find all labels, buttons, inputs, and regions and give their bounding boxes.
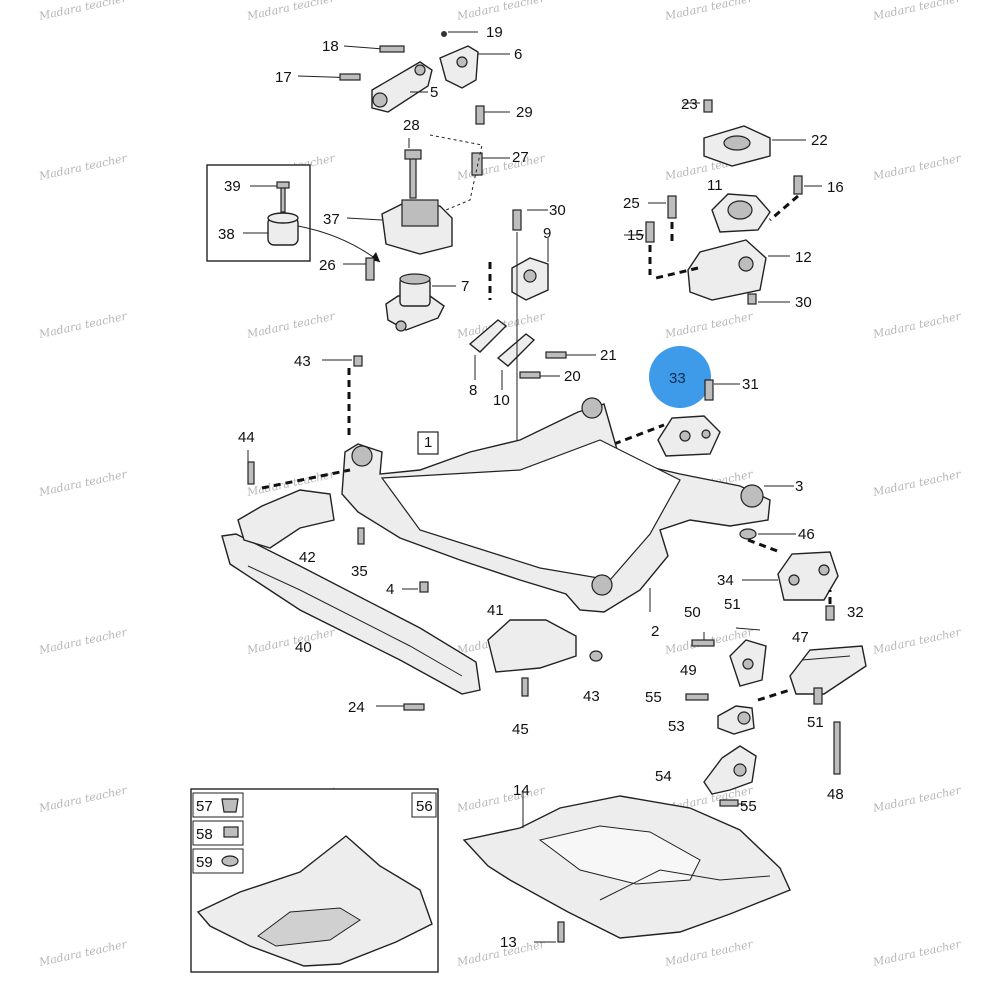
- watermark-text: Madara teacher: [871, 310, 963, 342]
- label-5: 5: [430, 84, 438, 101]
- label-18: 18: [322, 38, 339, 55]
- torque-rod-group: [468, 209, 596, 470]
- label-3: 3: [795, 478, 803, 495]
- label-7: 7: [461, 278, 469, 295]
- label-57: 57: [196, 798, 213, 815]
- label-6: 6: [514, 46, 522, 63]
- label-51-top: 51: [724, 596, 741, 613]
- watermark-text: Madara teacher: [663, 0, 755, 23]
- label-54: 54: [655, 768, 672, 785]
- watermark-text: Madara teacher: [871, 626, 963, 658]
- label-30-top: 30: [549, 202, 566, 219]
- label-30-right: 30: [795, 294, 812, 311]
- inset-box-38-39: [206, 164, 381, 263]
- label-20: 20: [564, 368, 581, 385]
- label-40: 40: [295, 639, 312, 656]
- label-51-bottom: 51: [807, 714, 824, 731]
- watermark-text: Madara teacher: [245, 0, 337, 23]
- label-15: 15: [627, 227, 644, 244]
- label-25: 25: [623, 195, 640, 212]
- label-53: 53: [668, 718, 685, 735]
- skid-plate-main: [462, 790, 791, 943]
- label-56: 56: [416, 798, 433, 815]
- label-55-bottom: 55: [740, 798, 757, 815]
- watermark-text: Madara teacher: [37, 152, 129, 184]
- watermark-text: Madara teacher: [455, 152, 547, 184]
- watermark-text: Madara teacher: [871, 468, 963, 500]
- label-34: 34: [717, 572, 734, 589]
- label-26: 26: [319, 257, 336, 274]
- label-16: 16: [827, 179, 844, 196]
- watermark-text: Madara teacher: [245, 310, 337, 342]
- watermark-text: Madara teacher: [37, 938, 129, 970]
- label-31: 31: [742, 376, 759, 393]
- label-23: 23: [681, 96, 698, 113]
- transmission-mount-group: [624, 99, 822, 305]
- rear-bracket-group: [685, 627, 867, 807]
- watermark-text: Madara teacher: [245, 626, 337, 658]
- label-59: 59: [196, 854, 213, 871]
- inset-box-56: [190, 788, 439, 973]
- callout-labels: 1 2 3 4 5 6 7 8 9 10 11 12 13 14 15 16 1…: [196, 24, 864, 951]
- label-9: 9: [543, 225, 551, 242]
- watermark-text: Madara teacher: [37, 0, 129, 23]
- label-41: 41: [487, 602, 504, 619]
- watermark-text: Madara teacher: [663, 310, 755, 342]
- label-24: 24: [348, 699, 365, 716]
- label-8: 8: [469, 382, 477, 399]
- label-11: 11: [707, 177, 723, 194]
- label-38: 38: [218, 226, 235, 243]
- label-47: 47: [792, 629, 809, 646]
- watermark-text: Madara teacher: [455, 784, 547, 816]
- watermark-text: Madara teacher: [871, 152, 963, 184]
- label-2: 2: [651, 623, 659, 640]
- label-44: 44: [238, 429, 255, 446]
- watermark-text: Madara teacher: [663, 938, 755, 970]
- label-48: 48: [827, 786, 844, 803]
- bracket-34: [739, 528, 839, 621]
- label-55-top: 55: [645, 689, 662, 706]
- label-42: 42: [299, 549, 316, 566]
- label-17: 17: [275, 69, 292, 86]
- watermark-text: Madara teacher: [37, 626, 129, 658]
- engine-mount-top: [297, 31, 510, 125]
- label-35: 35: [351, 563, 368, 580]
- label-14: 14: [513, 782, 530, 799]
- engine-mount-7: [343, 257, 456, 332]
- watermark-text: Madara teacher: [37, 468, 129, 500]
- label-33-highlighted: 33: [669, 370, 686, 387]
- highlight-33: [613, 346, 740, 457]
- label-39: 39: [224, 178, 241, 195]
- label-21: 21: [600, 347, 617, 364]
- label-13: 13: [500, 934, 517, 951]
- label-37: 37: [323, 211, 340, 228]
- label-32: 32: [847, 604, 864, 621]
- label-46: 46: [798, 526, 815, 543]
- label-45: 45: [512, 721, 529, 738]
- label-58: 58: [196, 826, 213, 843]
- crossmember-40: [221, 355, 603, 711]
- label-50: 50: [684, 604, 701, 621]
- engine-mount-37: [346, 134, 510, 255]
- label-43-top: 43: [294, 353, 311, 370]
- watermark-text: Madara teacher: [37, 784, 129, 816]
- label-43-bottom: 43: [583, 688, 600, 705]
- label-22: 22: [811, 132, 828, 149]
- label-10: 10: [493, 392, 510, 409]
- subframe: [341, 397, 794, 613]
- label-1: 1: [424, 434, 432, 451]
- watermark-text: Madara teacher: [871, 938, 963, 970]
- label-19: 19: [486, 24, 503, 41]
- label-49: 49: [680, 662, 697, 679]
- watermark-text: Madara teacher: [37, 310, 129, 342]
- watermark-text: Madara teacher: [455, 0, 547, 23]
- label-12: 12: [795, 249, 812, 266]
- label-27: 27: [512, 149, 529, 166]
- label-29: 29: [516, 104, 533, 121]
- watermark-text: Madara teacher: [871, 784, 963, 816]
- label-28: 28: [403, 117, 420, 134]
- label-4: 4: [386, 581, 394, 598]
- watermark-text: Madara teacher: [871, 0, 963, 23]
